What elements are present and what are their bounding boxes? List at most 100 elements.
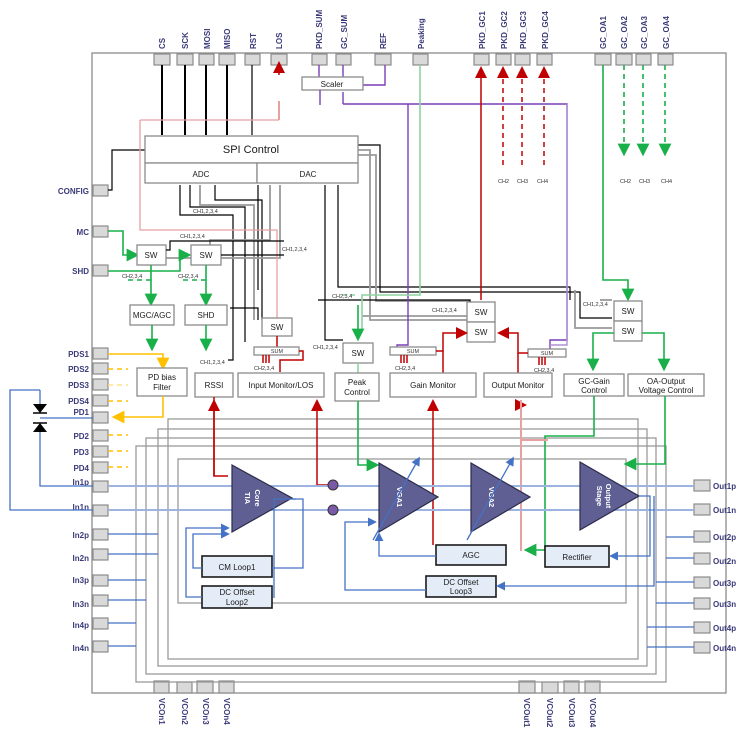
diode-icon-bottom [33,423,47,432]
pin-pds2[interactable] [92,362,109,375]
adc-label: ADC [193,170,210,179]
pkd-ch2-label: CH2 [498,179,509,185]
pin-label-vcout3: VCOut3 [567,698,576,728]
pin-vcout1[interactable] [518,680,536,694]
pin-label-gc-oa3: GC_OA3 [640,16,649,49]
dc-offset-loop3-label: DC Offset [444,578,480,587]
pin-vcout2[interactable] [541,681,559,694]
pin-out3n[interactable] [693,597,711,610]
pin-peaking[interactable] [412,53,429,66]
top-pin-labels: CS SCK MOSI MISO RST LOS PKD_SUM GC_SUM … [158,10,671,49]
pin-cs[interactable] [153,53,171,66]
pin-pkd-sum[interactable] [311,53,328,66]
photodiode [9,389,93,511]
pin-vcon3[interactable] [196,680,214,694]
adc-ch1234-label: CH1,2,3,4 [193,209,218,215]
pkd-ch4-label: CH4 [537,179,548,185]
pin-pd3[interactable] [92,445,109,458]
pin-out1n[interactable] [693,503,711,516]
pin-label-vcout1: VCOut1 [522,698,531,728]
mc-ch234-label: CH2,3,4 [122,274,142,280]
pin-rst[interactable] [244,53,261,66]
output-label: Output [604,484,613,509]
pin-label-los: LOS [275,32,284,49]
peaking-line [361,65,421,330]
pin-pkd-gc2[interactable] [495,53,512,66]
pin-mosi[interactable] [198,53,215,66]
pin-vcon2[interactable] [176,681,193,694]
peak-ch1234: CH1,2,3,4 [313,345,338,351]
top-pins [153,53,674,66]
output-monitor-block [483,372,553,398]
spi-wiring [108,65,612,361]
pin-gc-oa4[interactable] [657,53,674,66]
gain-monitor-label: Gain Monitor [410,381,456,390]
pin-in2p[interactable] [92,528,109,541]
pin-pds3[interactable] [92,378,109,391]
pin-mc[interactable] [92,225,109,238]
pin-shd[interactable] [92,264,109,277]
sw-gain-lower-label: SW [475,328,488,337]
pin-out4n[interactable] [693,641,711,654]
bottom-pins [153,680,601,694]
pin-pkd-gc1[interactable] [473,53,490,66]
gain-output-monitor-group: SW SW CH1,2,3,4 SUM CH2,3,4 Gain Monitor… [389,301,567,398]
pin-miso[interactable] [218,53,236,66]
dac-ch1234-label: CH1,2,3,4 [282,247,307,253]
bottom-pin-labels: VCOn1 VCOn2 VCOn3 VCOn4 VCOut1 VCOut2 VC… [157,698,597,728]
pin-pkd-gc4[interactable] [536,53,553,66]
core-tia-amp [231,463,294,534]
pin-sck[interactable] [176,53,194,66]
input-monitor-los-block [237,372,325,398]
sw-ch1234-label: CH1,2,3,4 [180,234,205,240]
pin-pds4[interactable] [92,394,109,407]
pin-config[interactable] [92,184,109,197]
pin-label-in3n: In3n [73,600,90,609]
pin-vcout4[interactable] [584,680,601,694]
pin-in2n[interactable] [92,548,109,561]
pd-bias-group: PD bias Filter [108,353,188,468]
pin-in1n[interactable] [92,504,109,517]
oa-ch2-label: CH2 [620,179,631,185]
pin-pd1[interactable] [92,411,109,424]
pin-gc-sum[interactable] [335,53,352,66]
pin-pd4[interactable] [92,461,109,474]
pin-pkd-gc3[interactable] [514,53,531,66]
rssi-block [194,372,234,398]
pin-in1p[interactable] [92,480,109,493]
pin-in4n[interactable] [92,640,109,653]
pin-in4p[interactable] [92,617,109,630]
pin-label-in1p: In1p [73,478,90,487]
pin-label-pd4: PD4 [73,464,89,473]
pin-in3p[interactable] [92,574,109,587]
pin-gc-oa3[interactable] [635,53,652,66]
pin-vcout3[interactable] [563,680,580,694]
pin-vcon4[interactable] [218,680,235,694]
pkd-ch3-label: CH3 [517,179,528,185]
pin-out3p[interactable] [693,576,711,589]
pin-out2p[interactable] [693,530,711,543]
sum-input-ch234: CH2,3,4 [254,366,274,372]
pin-out1p[interactable] [693,479,711,492]
right-pins [693,479,711,654]
pin-out4p[interactable] [693,621,711,634]
spi-control-block: SPI Control ADC DAC [144,135,359,184]
gc-control-label: Control [581,386,607,395]
oa-output-label: OA-Output [647,377,686,386]
pin-los[interactable] [270,53,288,66]
pin-out2n[interactable] [693,552,711,565]
pin-label-in3p: In3p [73,576,90,585]
pin-label-vcon4: VCOn4 [222,698,231,725]
pin-gc-oa2[interactable] [615,53,633,66]
pin-label-ref: REF [379,33,388,49]
pin-label-vcout4: VCOut4 [588,698,597,728]
pin-label-gc-oa4: GC_OA4 [662,16,671,49]
pin-in3n[interactable] [92,594,109,607]
pin-pd2[interactable] [92,429,109,442]
pin-gc-oa1[interactable] [594,53,612,66]
pin-vcon1[interactable] [153,680,170,694]
pin-pds1[interactable] [92,347,109,360]
pin-label-peaking: Peaking [417,18,426,49]
feedback-loops: CM Loop1 DC Offset Loop2 AGC Rectifier D… [185,495,655,609]
pin-ref[interactable] [374,53,392,66]
